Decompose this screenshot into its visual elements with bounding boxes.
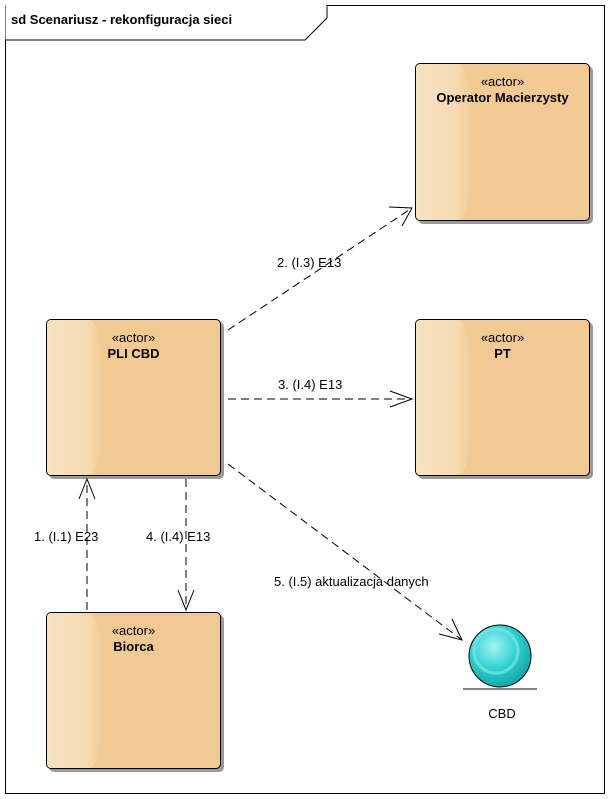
message-label-5: 5. (I.5) aktualizacja danych [274,574,429,589]
arrowhead-3 [389,390,414,408]
actor-name: Operator Macierzysty [436,90,569,105]
message-label-4: 4. (I.4) E13 [146,529,211,544]
actor-stereotype: «actor» [480,74,525,89]
actor-pt[interactable]: «actor» PT [415,319,590,476]
cbd-entity[interactable] [463,624,537,690]
actor-name: Biorca [113,639,154,654]
diagram-title: sd Scenariusz - rekonfiguracja sieci [11,12,233,27]
actor-operator-macierzysty[interactable]: «actor» Operator Macierzysty [415,63,590,221]
arrowhead-2 [388,206,413,227]
frame-title-tab [5,5,328,41]
message-label-3: 3. (I.4) E13 [278,377,343,392]
arrow-msg-2 [227,207,413,331]
actor-name: PLI CBD [107,346,160,361]
message-label-2: 2. (I.3) E13 [277,255,342,270]
message-label-1: 1. (I.1) E23 [34,529,99,544]
actor-stereotype: «actor» [111,330,156,345]
cbd-entity-circle [468,624,532,688]
actor-stereotype: «actor» [480,330,525,345]
actor-pli-cbd[interactable]: «actor» PLI CBD [46,319,221,476]
actor-stereotype: «actor» [111,623,156,638]
entity-name-cbd: CBD [488,706,516,721]
arrowhead-1 [78,477,96,500]
arrowhead-4 [177,589,195,612]
actor-name: PT [494,346,511,361]
actor-biorca[interactable]: «actor» Biorca [46,612,221,769]
arrowhead-5 [438,618,463,641]
arrow-msg-5 [227,463,463,641]
cbd-entity-highlight [472,627,520,675]
